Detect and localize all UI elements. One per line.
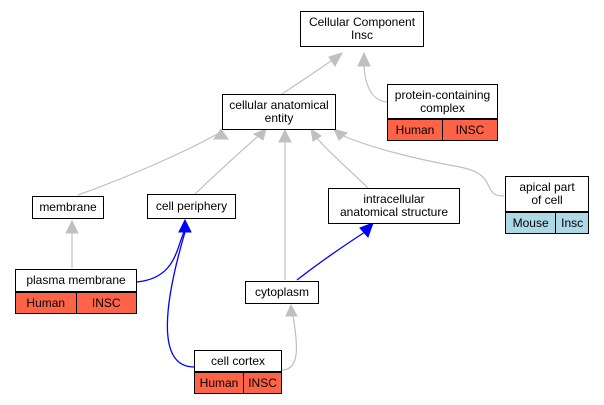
annotation-apical-part: Mouse Insc <box>505 212 589 234</box>
annotation-species: Human <box>195 373 245 393</box>
arrowhead-entity-from-periphery <box>252 128 267 141</box>
edge-periphery-to-entity <box>194 136 258 195</box>
arrowhead-cellular-component-right <box>357 51 371 67</box>
annotation-gene: Insc <box>561 216 584 230</box>
edge-cortex-to-cytoplasm <box>281 315 297 371</box>
node-intracellular-line2: anatomical structure <box>339 205 449 219</box>
arrowhead-cell-periphery <box>178 218 192 233</box>
node-entity-line2: entity <box>264 111 294 125</box>
edge-cytoplasm-to-intracellular <box>296 231 366 281</box>
arrowhead-entity-from-membrane <box>213 128 229 140</box>
annotation-gene: INSC <box>248 376 277 390</box>
node-cellular-component[interactable]: Cellular Component Insc <box>300 11 424 47</box>
node-plasma-membrane[interactable]: plasma membrane <box>15 269 137 292</box>
edge-membrane-to-entity <box>77 131 222 196</box>
edge-intracellular-to-entity <box>316 137 369 189</box>
edge-apical-to-entity <box>338 133 505 197</box>
arrowhead-cellular-component-left <box>328 52 344 67</box>
annotation-protein-complex: Human INSC <box>387 119 498 141</box>
node-cell-periphery-label: cell periphery <box>155 199 228 213</box>
edge-entity-to-cellular-component <box>281 60 332 95</box>
arrowhead-cytoplasm <box>285 303 298 317</box>
node-membrane[interactable]: membrane <box>32 196 104 219</box>
annotation-cell-cortex: Human INSC <box>194 372 282 394</box>
node-protein-containing-complex[interactable]: protein-containing complex <box>387 84 498 119</box>
arrowhead-entity-from-intracellular <box>310 127 322 142</box>
node-plasma-membrane-label: plasma membrane <box>26 273 126 287</box>
node-apical-part-of-cell[interactable]: apical part of cell <box>505 176 589 212</box>
node-entity-line1: cellular anatomical <box>229 98 329 112</box>
node-cell-cortex-label: cell cortex <box>210 353 266 368</box>
annotation-gene: INSC <box>91 296 121 310</box>
annotation-species: Human <box>388 120 443 140</box>
node-cell-cortex[interactable]: cell cortex <box>194 350 282 372</box>
node-cell-periphery[interactable]: cell periphery <box>147 194 236 219</box>
annotation-plasma-membrane: Human INSC <box>15 292 137 314</box>
arrowhead-membrane <box>65 219 79 234</box>
arrowhead-entity-from-cytoplasm <box>278 128 292 143</box>
node-protein-complex-line2: complex <box>420 100 465 115</box>
edge-plasma-to-periphery <box>136 231 185 283</box>
node-cellular-component-line2: Insc <box>350 28 373 42</box>
edge-cortex-to-periphery <box>166 231 195 368</box>
node-intracellular-anatomical-structure[interactable]: intracellular anatomical structure <box>328 188 460 224</box>
node-cellular-anatomical-entity[interactable]: cellular anatomical entity <box>222 94 336 130</box>
node-membrane-label: membrane <box>39 200 97 214</box>
node-intracellular-line1: intracellular <box>363 192 425 206</box>
node-cytoplasm-label: cytoplasm <box>254 285 310 299</box>
annotation-gene: INSC <box>455 123 485 137</box>
node-protein-complex-line1: protein-containing <box>394 87 491 102</box>
node-cellular-component-line1: Cellular Component <box>308 15 416 29</box>
annotation-species: Mouse <box>506 213 557 233</box>
edge-complex-to-cellular-component <box>363 65 389 103</box>
arrowhead-entity-from-apical <box>333 128 349 141</box>
node-apical-line2: of cell <box>531 193 563 207</box>
node-cytoplasm[interactable]: cytoplasm <box>245 281 319 304</box>
annotation-species: Human <box>16 293 77 313</box>
arrowhead-intracellular <box>359 222 374 238</box>
node-apical-line1: apical part <box>519 180 575 194</box>
